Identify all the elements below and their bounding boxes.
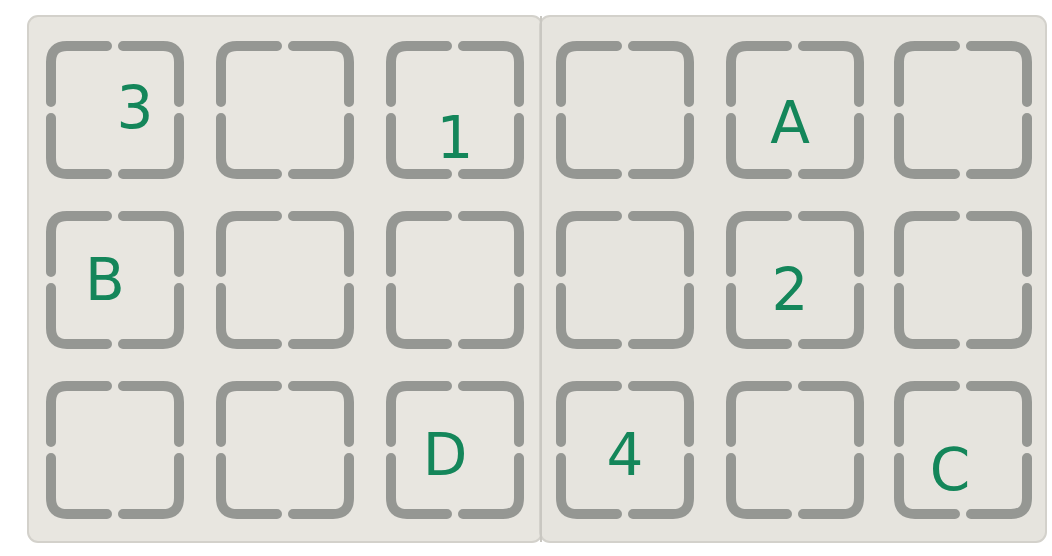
cell-label: D [423,426,468,484]
square-outline [45,40,185,180]
square-bracket [731,46,859,174]
cell-label: 2 [772,261,809,319]
right-tile [540,16,1046,542]
labeled-square: A [725,40,865,180]
square-bracket [561,386,689,514]
empty-square [731,386,859,514]
empty-square [221,386,349,514]
cell-label: 4 [607,426,644,484]
labeled-square: D [385,380,525,520]
labeled-square: 3 [45,40,185,180]
tile-seam [540,16,542,542]
square-bracket [391,46,519,174]
empty-square [561,216,689,344]
empty-square [899,216,1027,344]
empty-square [391,216,519,344]
labeled-square: 1 [385,40,525,180]
labeled-square: C [893,380,1033,520]
square-bracket [899,386,1027,514]
empty-square [51,386,179,514]
cell-label: 3 [117,79,154,137]
cell-label: B [85,251,125,309]
empty-square [561,46,689,174]
cell-label: C [930,441,971,499]
labeled-square: B [45,210,185,350]
labeled-square: 4 [555,380,695,520]
empty-square [899,46,1027,174]
square-bracket [51,216,179,344]
empty-square [221,46,349,174]
square-bracket [391,386,519,514]
square-bracket [731,216,859,344]
left-tile [28,16,542,542]
square-bracket [51,46,179,174]
cell-label: 1 [437,109,474,167]
labeled-square: 2 [725,210,865,350]
cell-label: A [770,94,810,152]
empty-square [221,216,349,344]
empty-squares [51,46,1027,514]
